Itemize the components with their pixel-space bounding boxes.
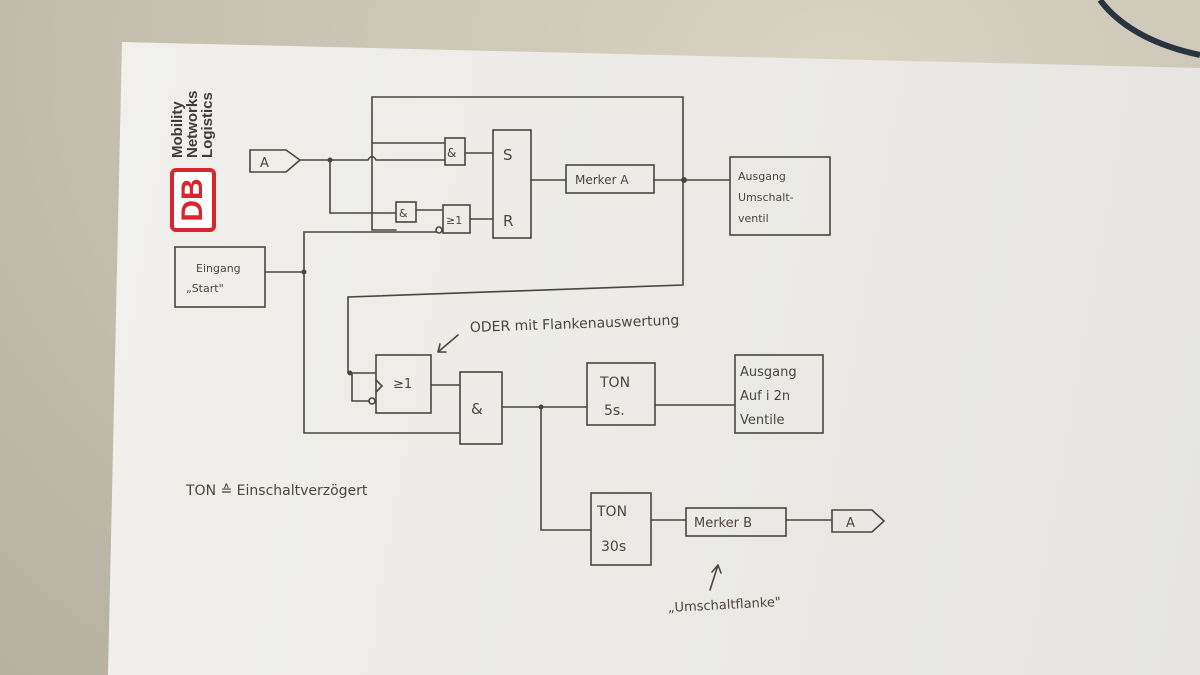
- merker-b-box: [685, 507, 787, 537]
- output-auf-line2: Auf i 2n: [740, 389, 790, 404]
- sr-flipflop-box: [492, 129, 532, 239]
- paper-sheet: [108, 42, 1200, 675]
- and-gate-2-box: [395, 201, 417, 223]
- sr-reset-label: R: [503, 212, 513, 230]
- merker-a-box: [565, 164, 655, 194]
- input-start-line2: „Start": [186, 282, 224, 295]
- db-logo: DB: [170, 168, 216, 232]
- connector-in-shape: [249, 149, 302, 173]
- input-start-line1: Eingang: [196, 262, 241, 275]
- sr-set-label: S: [503, 146, 513, 164]
- ton-30s-line2: 30s: [601, 539, 626, 555]
- ton-5s-box: [586, 362, 656, 426]
- output-auf-line3: Ventile: [740, 413, 784, 428]
- output-auf-line1: Ausgang: [740, 365, 797, 380]
- output-umschalt-line1: Ausgang: [738, 170, 786, 183]
- connector-out-shape: [831, 509, 886, 533]
- ton-5s-line2: 5s.: [604, 403, 625, 419]
- output-umschalt-line3: ventil: [738, 212, 769, 225]
- oder-annotation: ODER mit Flankenauswertung: [470, 313, 680, 336]
- or-gate-1-label: ≥1: [446, 214, 462, 227]
- connector-out-label: A: [846, 516, 855, 531]
- ton-annotation: TON ≙ Einschaltverzögert: [185, 483, 368, 499]
- input-start-box: [174, 246, 266, 308]
- flanke-annotation: „Umschaltflanke": [667, 595, 781, 616]
- flanke-arrow: [709, 564, 722, 591]
- and-gate-3-box: [459, 371, 503, 445]
- ton-30s-box: [590, 492, 652, 566]
- or-edge-gate-box: [375, 354, 432, 414]
- ton-30s-line1: TON: [596, 504, 627, 520]
- oder-arrow: [437, 334, 459, 353]
- output-umschalt-box: [729, 156, 831, 236]
- and-gate-1-box: [444, 137, 466, 166]
- and-gate-2-label: &: [399, 207, 408, 220]
- merker-b-label: Merker B: [694, 516, 752, 531]
- cable: [1097, 0, 1200, 58]
- and-gate-3-label: &: [471, 400, 483, 418]
- output-auf-box: [734, 354, 824, 434]
- merker-a-label: Merker A: [575, 173, 629, 187]
- connector-in-label: A: [260, 156, 269, 171]
- and-gate-1-label: &: [447, 146, 456, 160]
- or-edge-gate-label: ≥1: [393, 377, 412, 392]
- output-umschalt-line2: Umschalt-: [738, 191, 794, 204]
- ton-5s-line1: TON: [599, 375, 630, 391]
